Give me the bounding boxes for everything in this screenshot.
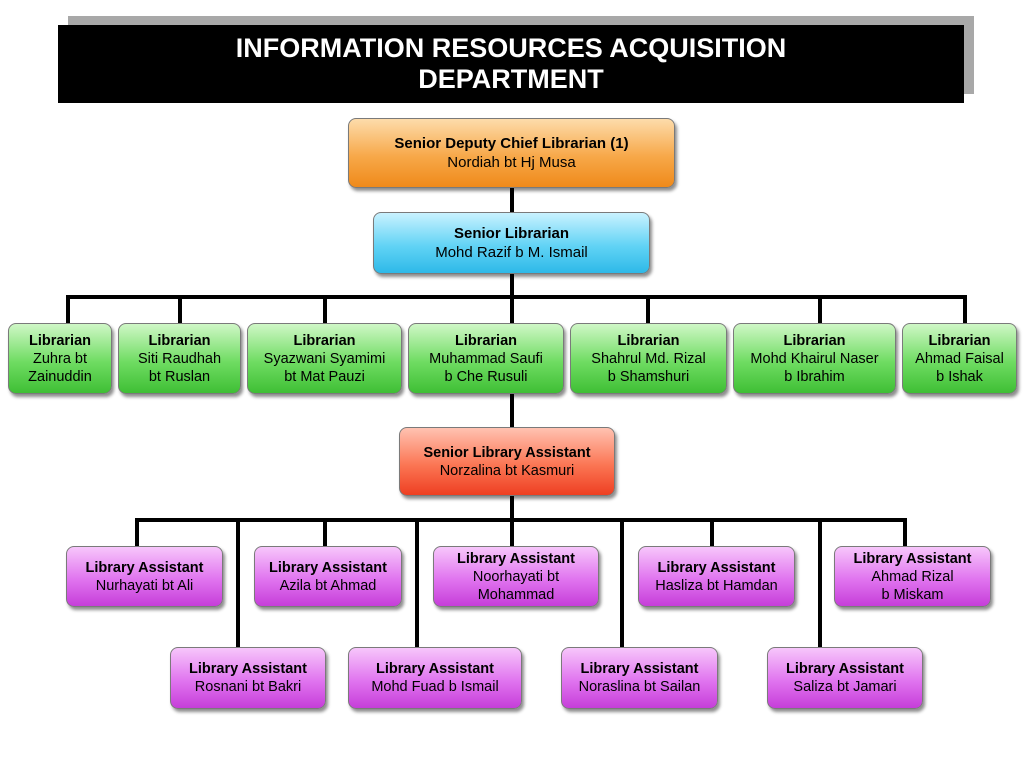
box-name-line1: Ahmad Faisal — [915, 350, 1004, 367]
box-name: Norzalina bt Kasmuri — [439, 462, 575, 479]
senior-librarian-box: Senior Librarian Mohd Razif b M. Ismail — [373, 212, 650, 274]
box-name-line1: Noorhayati bt — [472, 568, 560, 585]
box-name-line2: bt Ruslan — [148, 368, 211, 385]
librarian-box: Librarian Mohd Khairul Naser b Ibrahim — [733, 323, 896, 394]
box-name-line1: Mohd Khairul Naser — [750, 350, 879, 367]
box-role: Library Assistant — [580, 661, 699, 677]
box-role: Librarian — [928, 332, 991, 349]
box-name-line2: b Shamshuri — [607, 368, 690, 385]
librarian-box: Librarian Zuhra bt Zainuddin — [8, 323, 112, 394]
box-name-line2: bt Mat Pauzi — [284, 368, 365, 385]
librarian-box: Librarian Siti Raudhah bt Ruslan — [118, 323, 241, 394]
box-role: Library Assistant — [269, 559, 387, 576]
box-name: Mohd Fuad b Ismail — [371, 679, 499, 695]
box-name-line2: b Ishak — [936, 368, 983, 385]
box-name-line2: b Miskam — [881, 586, 944, 603]
deputy-chief-box: Senior Deputy Chief Librarian (1) Nordia… — [348, 118, 675, 188]
box-role: Library Assistant — [189, 661, 307, 677]
box-name-line1: Syazwani Syamimi — [263, 350, 386, 367]
box-name-line2: b Ibrahim — [784, 368, 845, 385]
box-role: Senior Deputy Chief Librarian (1) — [394, 135, 629, 152]
box-role: Library Assistant — [85, 559, 204, 576]
title-bar: INFORMATION RESOURCES ACQUISITION DEPART… — [58, 25, 964, 103]
librarian-box: Librarian Muhammad Saufi b Che Rusuli — [408, 323, 564, 394]
box-name: Mohd Razif b M. Ismail — [435, 244, 588, 261]
library-assistant-box: Library Assistant Rosnani bt Bakri — [170, 647, 326, 709]
box-name-line1: Siti Raudhah — [137, 350, 222, 367]
box-name-line1: Ahmad Rizal — [871, 568, 954, 585]
box-role: Librarian — [783, 332, 846, 349]
box-role: Library Assistant — [786, 661, 904, 677]
library-assistant-box: Library Assistant Noraslina bt Sailan — [561, 647, 718, 709]
library-assistant-box: Library Assistant Hasliza bt Hamdan — [638, 546, 795, 607]
library-assistant-box: Library Assistant Mohd Fuad b Ismail — [348, 647, 522, 709]
box-role: Librarian — [454, 332, 518, 349]
library-assistant-box: Library Assistant Ahmad Rizal b Miskam — [834, 546, 991, 607]
box-name: Nordiah bt Hj Musa — [447, 154, 576, 171]
box-name-line1: Hasliza bt Hamdan — [655, 577, 778, 594]
librarian-box: Librarian Shahrul Md. Rizal b Shamshuri — [570, 323, 727, 394]
box-role: Librarian — [148, 332, 211, 349]
librarian-box: Librarian Ahmad Faisal b Ishak — [902, 323, 1017, 394]
librarian-box: Librarian Syazwani Syamimi bt Mat Pauzi — [247, 323, 402, 394]
box-name-line1: Shahrul Md. Rizal — [591, 350, 706, 367]
library-assistant-box: Library Assistant Saliza bt Jamari — [767, 647, 923, 709]
box-role: Library Assistant — [657, 559, 776, 576]
box-name-line1: Zuhra bt — [33, 350, 87, 367]
box-name-line1: Muhammad Saufi — [429, 350, 543, 367]
senior-library-assistant-box: Senior Library Assistant Norzalina bt Ka… — [399, 427, 615, 496]
box-name-line2: Mohammad — [477, 586, 555, 603]
box-role: Librarian — [617, 332, 680, 349]
box-name-line2: Zainuddin — [28, 368, 92, 385]
box-role: Library Assistant — [853, 550, 972, 567]
box-name-line2: b Che Rusuli — [444, 368, 528, 385]
box-role: Senior Librarian — [453, 225, 570, 242]
box-role: Library Assistant — [457, 550, 575, 567]
library-assistant-box: Library Assistant Noorhayati bt Mohammad — [433, 546, 599, 607]
box-role: Librarian — [293, 332, 356, 349]
box-name-line1: Azila bt Ahmad — [279, 577, 377, 594]
library-assistant-box: Library Assistant Azila bt Ahmad — [254, 546, 402, 607]
box-role: Librarian — [28, 332, 92, 349]
box-name-line1: Nurhayati bt Ali — [95, 577, 194, 594]
box-name: Saliza bt Jamari — [793, 679, 897, 695]
box-name: Noraslina bt Sailan — [578, 679, 701, 695]
box-role: Library Assistant — [376, 661, 494, 677]
page-title: INFORMATION RESOURCES ACQUISITION DEPART… — [235, 33, 787, 94]
box-name: Rosnani bt Bakri — [194, 679, 302, 695]
box-role: Senior Library Assistant — [423, 444, 591, 461]
library-assistant-box: Library Assistant Nurhayati bt Ali — [66, 546, 223, 607]
